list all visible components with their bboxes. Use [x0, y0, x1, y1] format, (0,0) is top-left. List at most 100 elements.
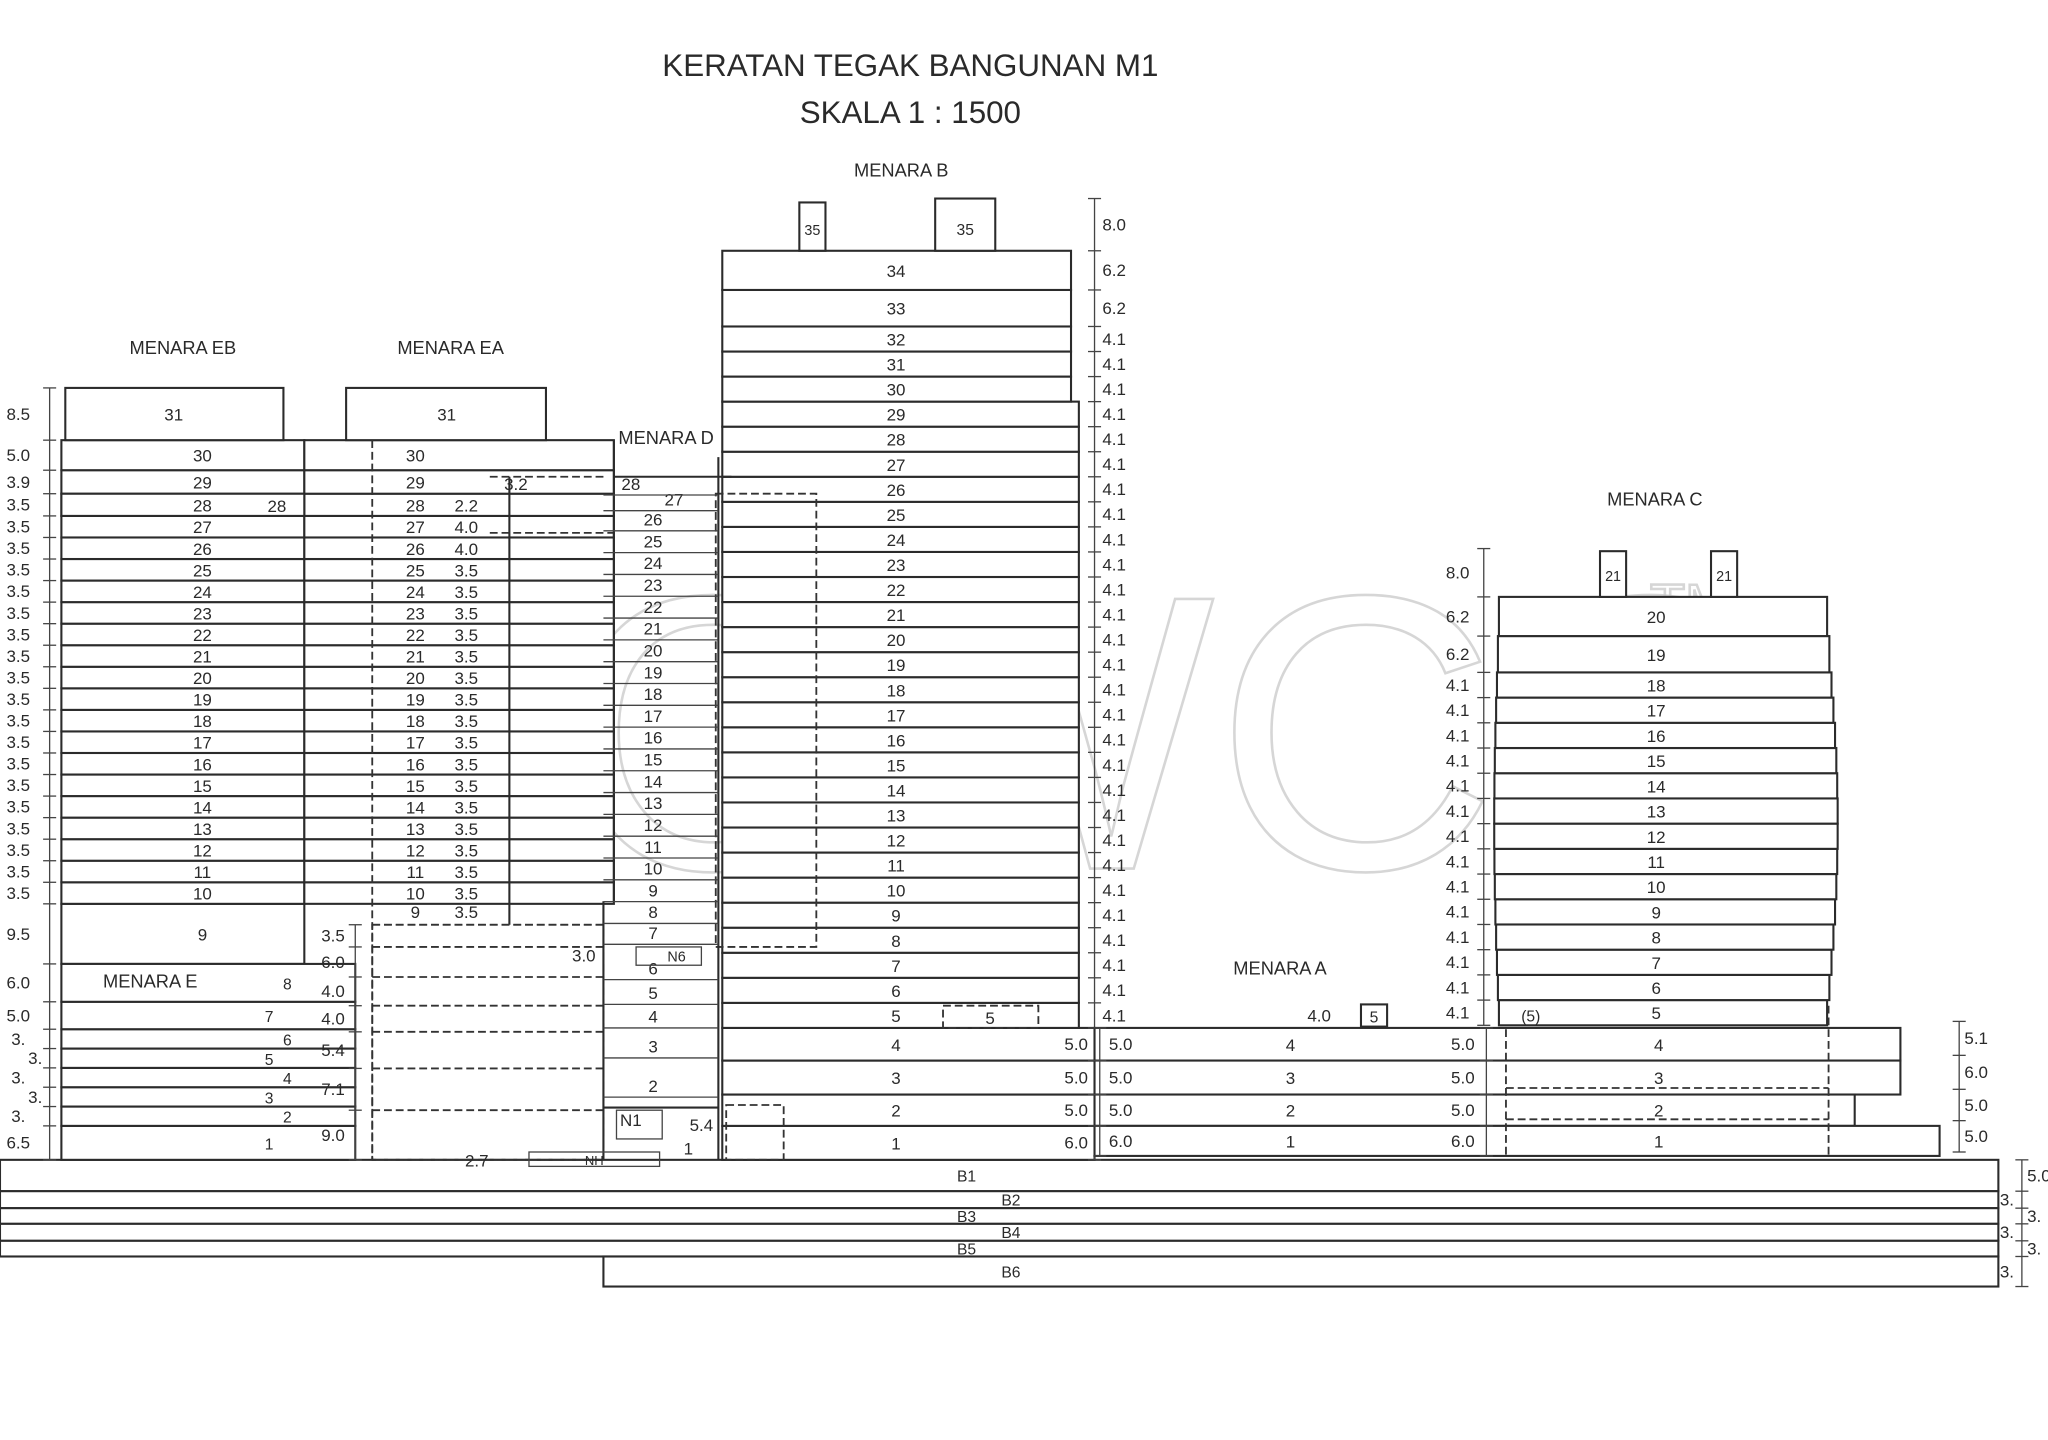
- menara-c-floor: [1496, 973, 1831, 1002]
- menara-eb-dim-value: 3.5: [6, 884, 30, 903]
- menara-ea-floor-label: 20: [406, 669, 425, 688]
- menara-d-floor-label: 19: [644, 663, 663, 682]
- menara-e-floor-label: 8: [283, 976, 292, 993]
- menara-b-floor: [721, 1093, 1096, 1127]
- menara-c-dim-value: 8.0: [1446, 564, 1470, 583]
- menara-eb-floor: [60, 795, 306, 819]
- menara-d-floor-label: 25: [644, 532, 663, 551]
- menara-b-dim-value: 4.1: [1102, 781, 1126, 800]
- menara-ea-inner-dim: 3.5: [454, 691, 478, 710]
- menara-b-dim-value: 4.1: [1102, 706, 1126, 725]
- menara-ea-lower-dim-value: 9.0: [321, 1126, 345, 1145]
- menara-ea-inner-dim: 3.5: [454, 885, 478, 904]
- menara-ea-floor-label: 24: [406, 583, 425, 602]
- menara-eb-floor-label: 17: [193, 734, 212, 753]
- menara-ea-inner-dim: 3.5: [454, 863, 478, 882]
- menara-d-nh-dim: 2.7: [465, 1151, 489, 1170]
- menara-eb-dim-value: 6.0: [6, 974, 30, 993]
- menara-b-floor: [721, 626, 1080, 654]
- menara-b-dim-value: 4.1: [1102, 630, 1126, 649]
- menara-eb-floor-label: 22: [193, 626, 212, 645]
- menara-eb-floor: [60, 622, 306, 647]
- menara-eb-floor-label: 24: [193, 583, 212, 602]
- menara-ea-inner-dim: 3.5: [454, 712, 478, 731]
- menara-b-floor-label: 13: [887, 807, 906, 826]
- menara-b-dim-value: 6.0: [1064, 1134, 1088, 1153]
- podium-dim-right-value: 5.0: [1964, 1096, 1988, 1115]
- menara-ea-floor-label: 19: [406, 691, 425, 710]
- basement-dim-value: 3.: [2000, 1223, 2014, 1242]
- menara-eb-floor-label: 18: [193, 712, 212, 731]
- menara-c-extra-label: (5): [1521, 1008, 1540, 1025]
- menara-c-floor: [1494, 898, 1837, 926]
- menara-ea-floor-label: 18: [406, 712, 425, 731]
- podium-dim-right-value: 6.0: [1964, 1063, 1988, 1082]
- menara-b-floor-label: 21: [887, 606, 906, 625]
- menara-b-floor-label: 28: [887, 431, 906, 450]
- menara-c-podium-floor-label: 2: [1654, 1102, 1663, 1121]
- menara-eb-floor: [60, 881, 306, 905]
- menara-c-podium-floor-label: 4: [1654, 1036, 1663, 1055]
- menara-b-floor-label: 11: [887, 857, 905, 876]
- menara-eb-dim-value: 3.: [11, 1030, 25, 1049]
- menara-b-floor: [721, 550, 1080, 579]
- menara-b-floor-label: 34: [887, 262, 906, 281]
- menara-eb-dim-value: 3.: [11, 1068, 25, 1087]
- menara-eb-floor-label: 27: [193, 518, 212, 537]
- menara-b-dim-value: 6.2: [1102, 299, 1126, 318]
- basement-label: B2: [1001, 1193, 1020, 1210]
- menara-eb-floor-label: 23: [193, 604, 212, 623]
- menara-ea-inner-dim: 3.5: [454, 798, 478, 817]
- menara-c-floor: [1493, 746, 1838, 775]
- podium-floor: [1093, 1124, 1941, 1157]
- menara-c-roof-label: 21: [1716, 569, 1732, 585]
- menara-c-floor: [1493, 797, 1839, 825]
- menara-c-floor: [1497, 595, 1829, 638]
- menara-eb-floor: [60, 469, 306, 495]
- menara-eb-floor: [60, 579, 306, 604]
- menara-eb-floor: [60, 687, 306, 711]
- menara-b-dim-value: 6.2: [1102, 261, 1126, 280]
- menara-b-floor-label: 12: [887, 832, 906, 851]
- menara-eb-dim-value: 3.5: [6, 561, 30, 580]
- menara-b-extra-box: [942, 1004, 1040, 1029]
- menara-b-floor-label: 33: [887, 300, 906, 319]
- menara-ea-lower: [371, 923, 605, 1161]
- menara-b-dim-value: 4.1: [1102, 906, 1126, 925]
- menara-b-floor: [721, 876, 1080, 904]
- menara-c-dim-value: 4.1: [1446, 953, 1470, 972]
- menara-eb-floor: [60, 536, 306, 561]
- menara-e-floor-label: 7: [265, 1009, 274, 1026]
- menara-b-floor: [721, 288, 1073, 328]
- basement-dim-value: 5.0: [2027, 1166, 2048, 1185]
- menara-ea-lower-dim-value: 4.0: [321, 1010, 345, 1029]
- menara-b-floor: [721, 425, 1080, 453]
- menara-c-floor-label: 12: [1647, 828, 1666, 847]
- menara-b-floor: [721, 851, 1080, 879]
- menara-b-dim-value: 4.1: [1102, 355, 1126, 374]
- menara-ea-floor-label: 30: [406, 447, 425, 466]
- menara-b-roof: [798, 201, 827, 252]
- menara-e-floor: [60, 1028, 357, 1050]
- menara-b-roof-label: 35: [957, 222, 975, 239]
- menara-b-floor-label: 10: [887, 882, 906, 901]
- menara-eb-floor: [60, 859, 306, 884]
- menara-eb-dim-value: 3.: [28, 1049, 42, 1068]
- menara-c-floor-label: 15: [1647, 752, 1666, 771]
- menara-e-floor-label: 2: [283, 1110, 292, 1127]
- drawing-scale: SKALA 1 : 1500: [800, 95, 1021, 130]
- podium-dim-mid-value: 6.0: [1451, 1132, 1475, 1151]
- menara-b-floor-label: 27: [887, 456, 906, 475]
- menara-ea-inner-dim: 3.5: [454, 820, 478, 839]
- menara-c-podium-floor-label: 1: [1654, 1132, 1663, 1151]
- menara-eb-dim-value: 9.5: [6, 925, 30, 944]
- menara-e-floor: [60, 1047, 357, 1069]
- menara-c-floor-label: 17: [1647, 702, 1666, 721]
- menara-b-floor: [721, 450, 1080, 478]
- menara-b-floor: [721, 400, 1080, 428]
- menara-ea-inner-dim: 3.5: [454, 777, 478, 796]
- menara-b-dim-value: 5.0: [1064, 1035, 1088, 1054]
- tower-label-menara-d: MENARA D: [618, 427, 713, 448]
- podium-dim-right-value: 5.1: [1964, 1029, 1988, 1048]
- menara-e-floor-label: 5: [265, 1052, 274, 1069]
